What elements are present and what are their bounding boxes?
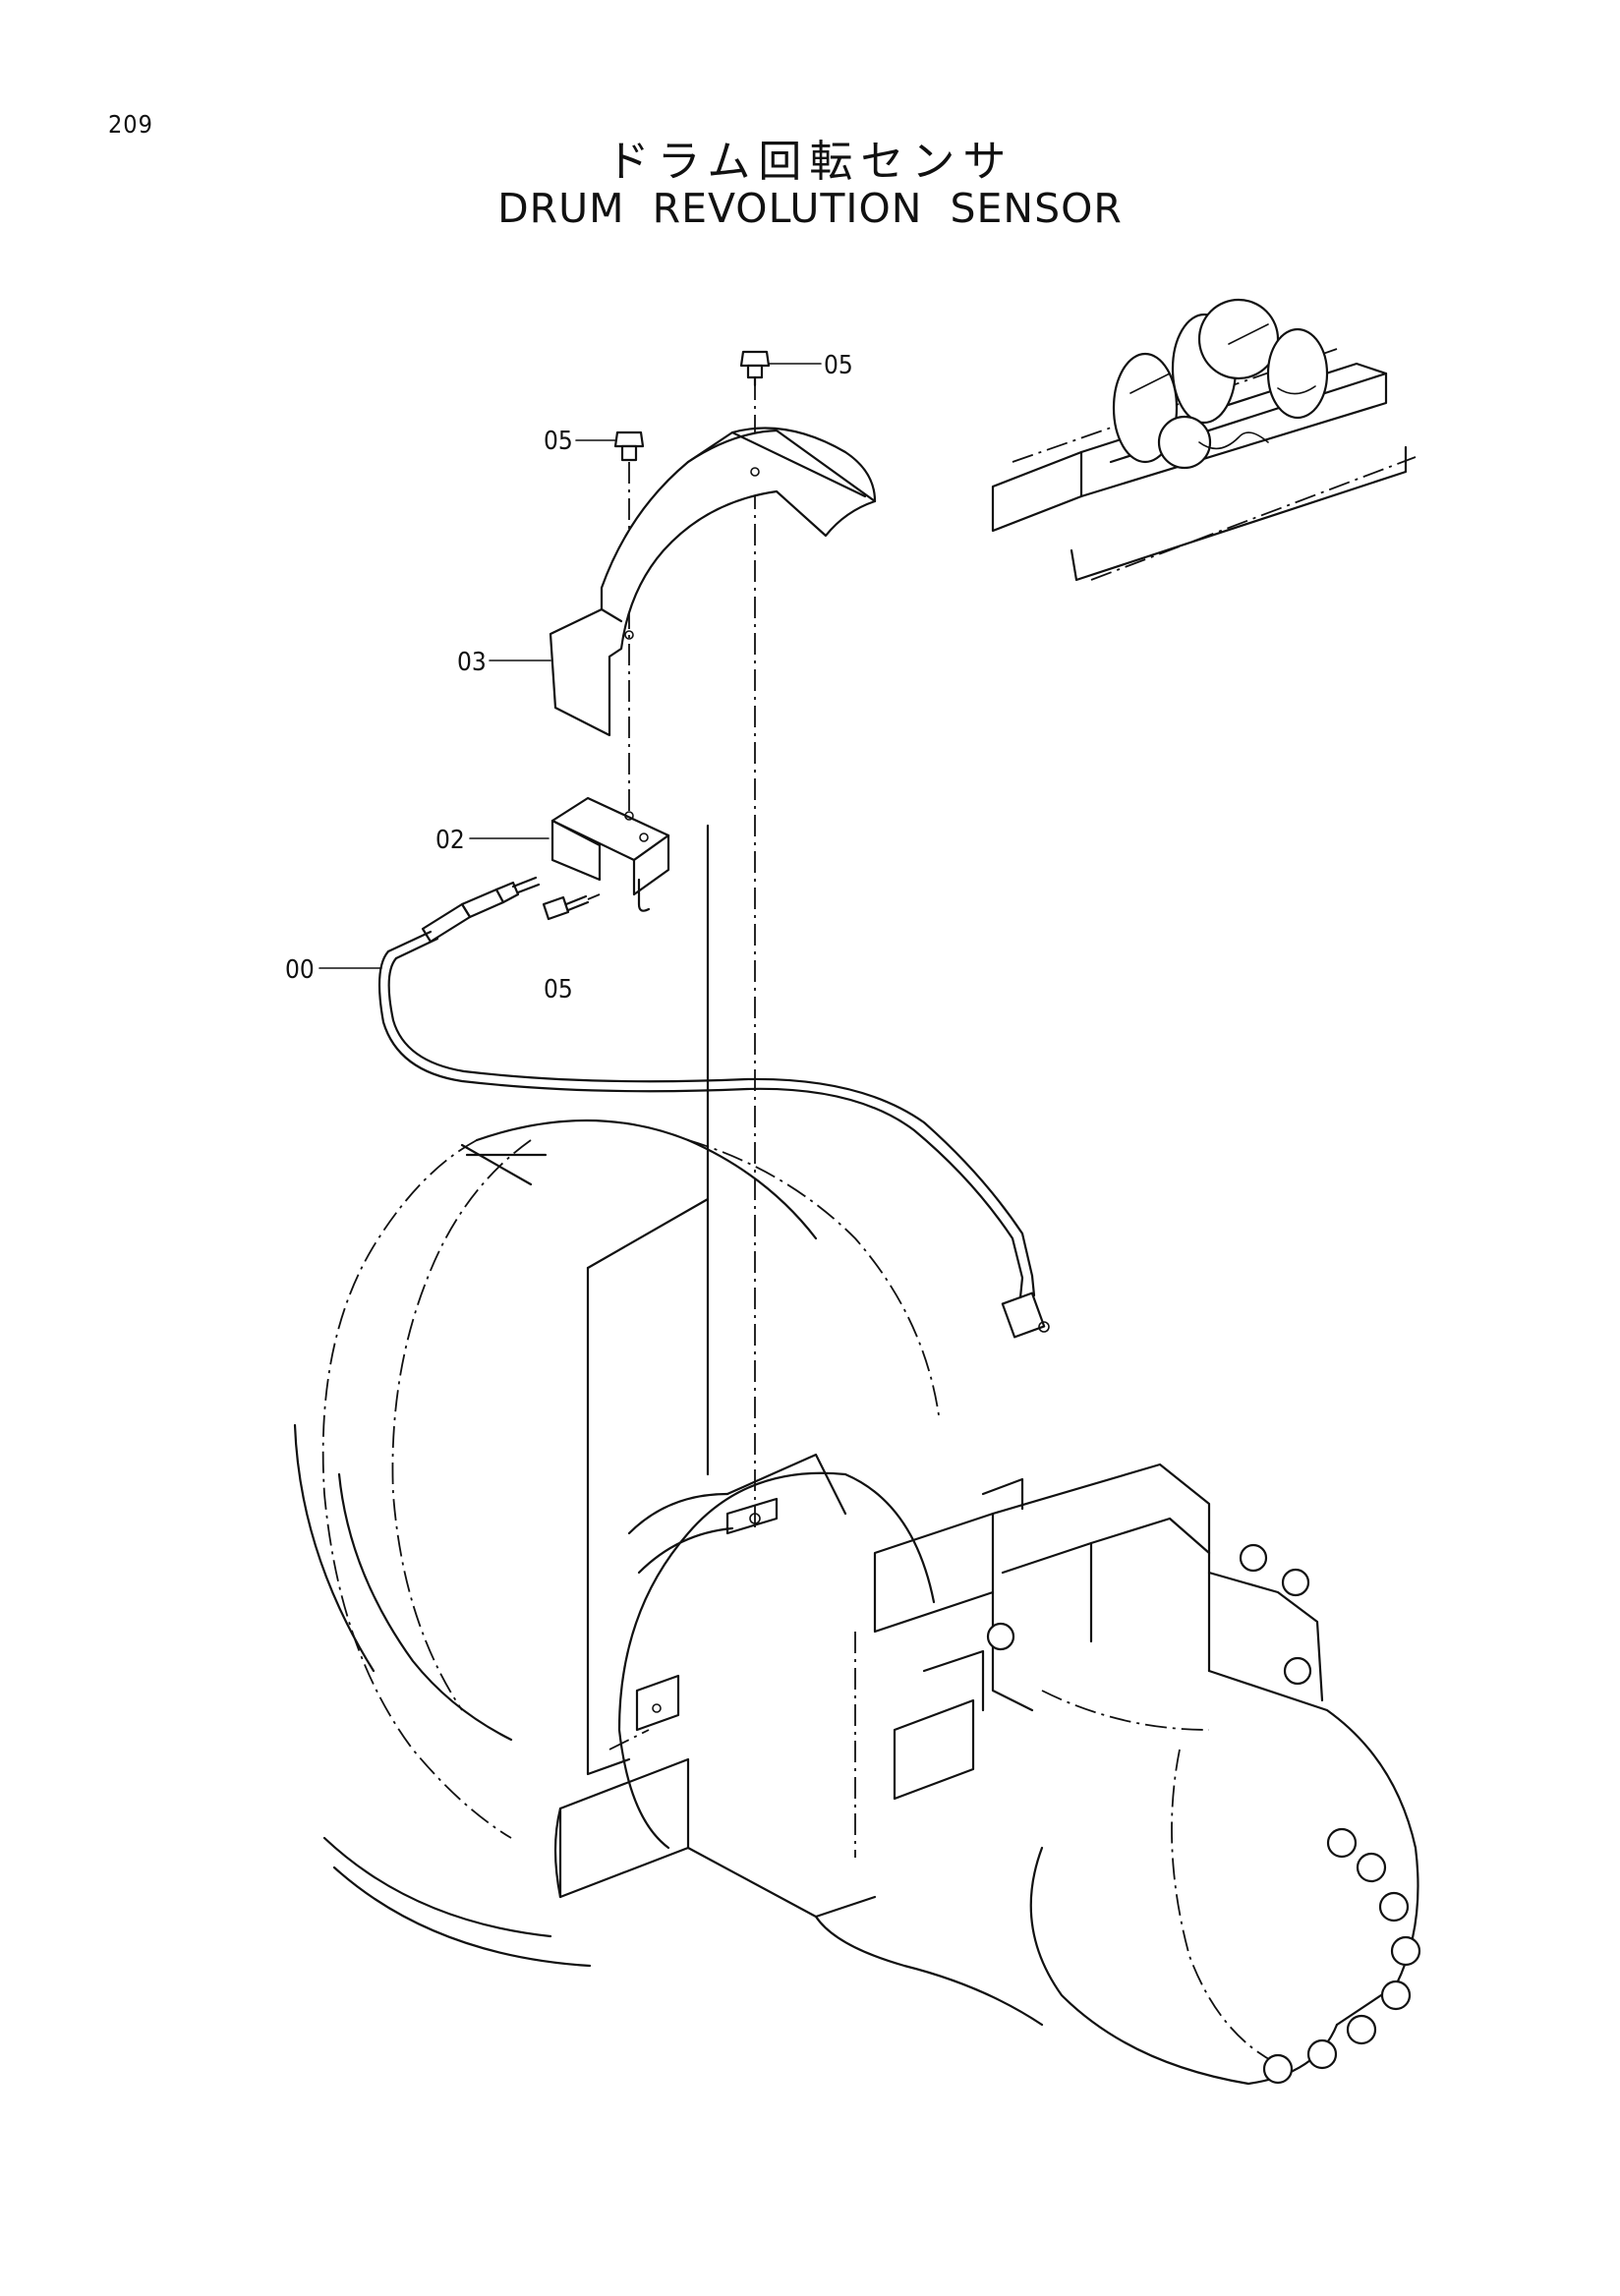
bolt-left bbox=[613, 430, 645, 462]
callout-cover: 03 bbox=[457, 648, 487, 677]
callout-bolt-lower: 05 bbox=[544, 975, 573, 1004]
callout-bracket: 02 bbox=[435, 826, 465, 855]
drum-body bbox=[293, 1119, 940, 1968]
bolt-top bbox=[739, 350, 771, 387]
location-inset-view bbox=[991, 298, 1417, 582]
bracket-part bbox=[550, 796, 670, 912]
callout-bolt-top: 05 bbox=[824, 351, 853, 380]
page-title: DRUM REVOLUTION SENSOR bbox=[497, 185, 1123, 232]
callout-bolt-left: 05 bbox=[544, 427, 573, 456]
mounting-plate bbox=[586, 824, 710, 1776]
page-title-japanese: ドラム回転センサ bbox=[606, 137, 1014, 187]
page-number: 209 bbox=[108, 110, 153, 139]
drum-hub bbox=[617, 1453, 936, 1850]
drum-rim-edge bbox=[460, 1143, 533, 1186]
gearbox-assembly bbox=[553, 1463, 1421, 2086]
revolution-sensor-part bbox=[377, 876, 1050, 1339]
cover-part bbox=[549, 427, 877, 737]
bolt-lower bbox=[542, 894, 590, 921]
callout-sensor: 00 bbox=[285, 955, 315, 985]
